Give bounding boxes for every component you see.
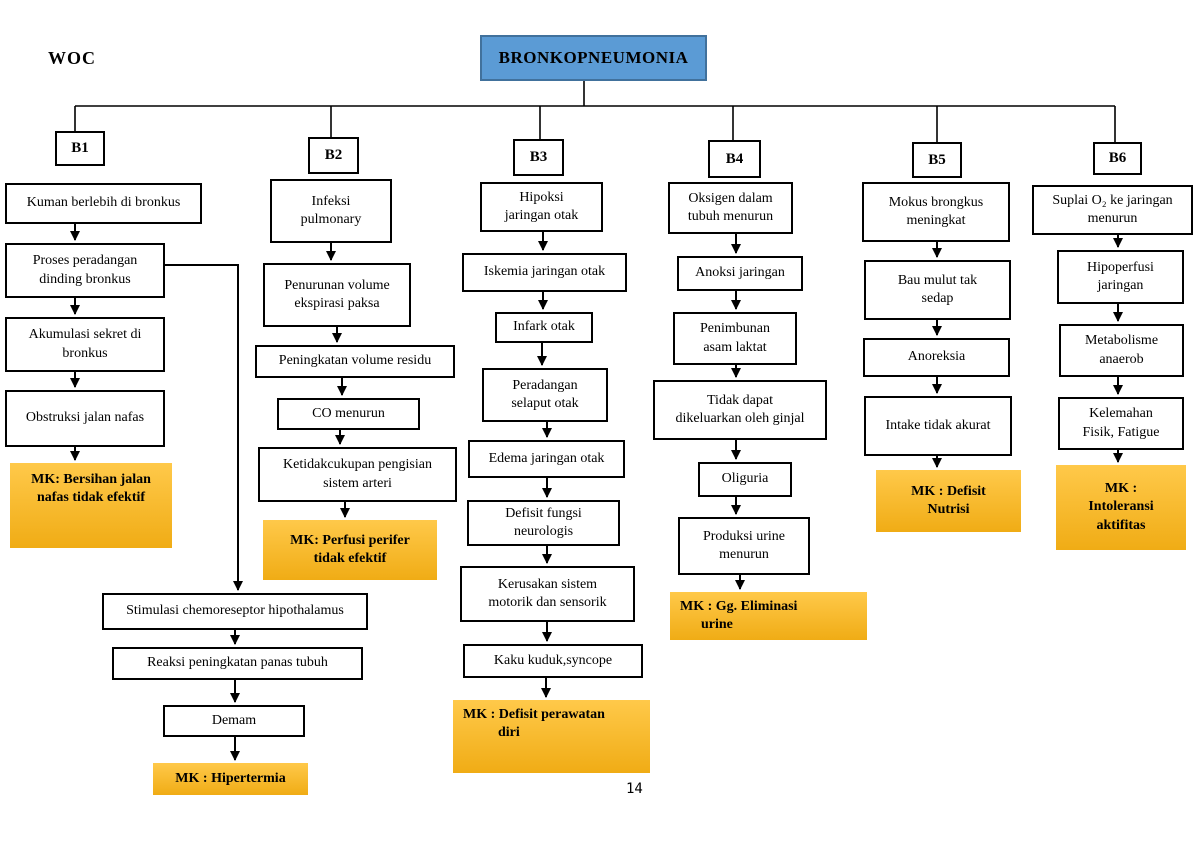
- branch-label-b3: B3: [513, 139, 564, 176]
- root-node-bronkopneumonia: BRONKOPNEUMONIA: [480, 35, 707, 81]
- flow-node-b5-1: Mokus brongkus meningkat: [862, 182, 1010, 242]
- flow-node-b4-5: Oliguria: [698, 462, 792, 497]
- branch-label-b6: B6: [1093, 142, 1142, 175]
- flow-node-b3-6: Defisit fungsi neurologis: [467, 500, 620, 546]
- flow-node-b4-3: Penimbunan asam laktat: [673, 312, 797, 365]
- flow-node-b1-4: Obstruksi jalan nafas: [5, 390, 165, 447]
- flow-node-b3-2: Iskemia jaringan otak: [462, 253, 627, 292]
- flow-node-b6-2: Hipoperfusi jaringan: [1057, 250, 1184, 304]
- mk-node-b6: MK : Intoleransi aktifitas: [1056, 465, 1186, 550]
- flow-node-b2-3: Peningkatan volume residu: [255, 345, 455, 378]
- flow-node-b1-1: Kuman berlebih di bronkus: [5, 183, 202, 224]
- branch-label-b4: B4: [708, 140, 761, 178]
- branch-label-b2: B2: [308, 137, 359, 174]
- branch-label-b5: B5: [912, 142, 962, 178]
- flow-node-b3-4: Peradangan selaput otak: [482, 368, 608, 422]
- mk-node-b5: MK : Defisit Nutrisi: [876, 470, 1021, 532]
- mk-node-b1: MK: Bersihan jalan nafas tidak efektif: [10, 463, 172, 548]
- branch-label-b1: B1: [55, 131, 105, 166]
- flow-node-b3-5: Edema jaringan otak: [468, 440, 625, 478]
- flow-node-b4-4: Tidak dapat dikeluarkan oleh ginjal: [653, 380, 827, 440]
- flow-node-b5-2: Bau mulut tak sedap: [864, 260, 1011, 320]
- flow-node-fever-2: Reaksi peningkatan panas tubuh: [112, 647, 363, 680]
- flow-node-b4-6: Produksi urine menurun: [678, 517, 810, 575]
- mk-node-hipertermia: MK : Hipertermia: [153, 763, 308, 795]
- flow-node-b4-2: Anoksi jaringan: [677, 256, 803, 291]
- flow-node-b3-3: Infark otak: [495, 312, 593, 343]
- flow-node-b2-4: CO menurun: [277, 398, 420, 430]
- page-number: 14: [626, 781, 643, 797]
- flow-node-b6-3: Metabolisme anaerob: [1059, 324, 1184, 377]
- flow-node-b3-7: Kerusakan sistem motorik dan sensorik: [460, 566, 635, 622]
- mk-node-b3: MK : Defisit perawatan diri: [453, 700, 650, 773]
- mk-node-b4: MK : Gg. Eliminasi urine: [670, 592, 867, 640]
- flow-node-b6-1: Suplai O₂ ke jaringan menurun: [1032, 185, 1193, 235]
- flow-node-fever-1: Stimulasi chemoreseptor hipothalamus: [102, 593, 368, 630]
- flow-node-b2-2: Penurunan volume ekspirasi paksa: [263, 263, 411, 327]
- mk-node-b2: MK: Perfusi perifer tidak efektif: [263, 520, 437, 580]
- flow-node-b2-5: Ketidakcukupan pengisian sistem arteri: [258, 447, 457, 502]
- flow-node-b6-4: Kelemahan Fisik, Fatigue: [1058, 397, 1184, 450]
- page-title: WOC: [48, 48, 96, 68]
- flow-node-b1-2: Proses peradangan dinding bronkus: [5, 243, 165, 298]
- flow-node-b4-1: Oksigen dalam tubuh menurun: [668, 182, 793, 234]
- flow-node-b3-1: Hipoksi jaringan otak: [480, 182, 603, 232]
- flow-node-b5-3: Anoreksia: [863, 338, 1010, 377]
- flow-node-b2-1: Infeksi pulmonary: [270, 179, 392, 243]
- flow-node-b3-8: Kaku kuduk,syncope: [463, 644, 643, 678]
- flow-node-fever-3: Demam: [163, 705, 305, 737]
- flow-node-b1-3: Akumulasi sekret di bronkus: [5, 317, 165, 372]
- flow-node-b5-4: Intake tidak akurat: [864, 396, 1012, 456]
